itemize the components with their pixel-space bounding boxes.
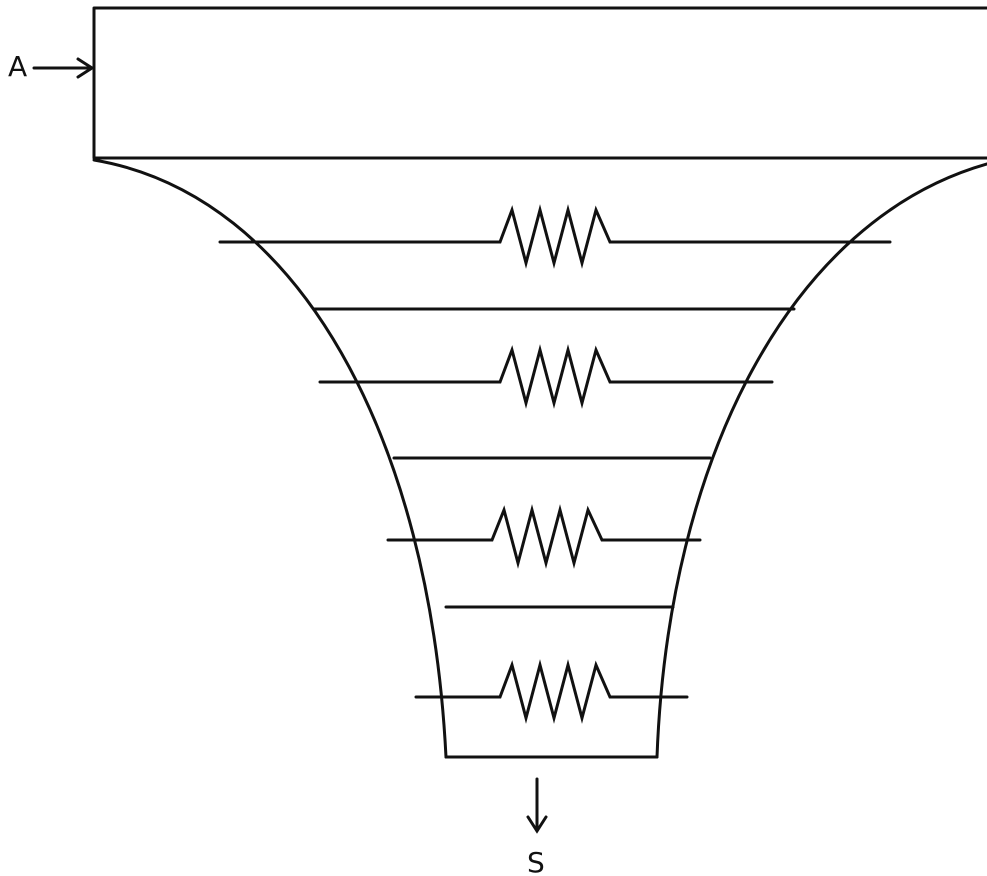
output-arrow — [526, 777, 548, 834]
resistor-bar-1 — [218, 204, 892, 269]
resistor-bar-3 — [386, 504, 702, 569]
input-arrow — [32, 57, 95, 79]
resistor-bar-4 — [414, 659, 689, 724]
output-label: S — [527, 846, 545, 876]
funnel-left-wall — [92, 158, 448, 759]
input-label: A — [8, 50, 27, 83]
funnel-right-wall — [655, 162, 987, 759]
top-chamber — [92, 6, 987, 160]
resistor-bar-2 — [318, 344, 774, 409]
